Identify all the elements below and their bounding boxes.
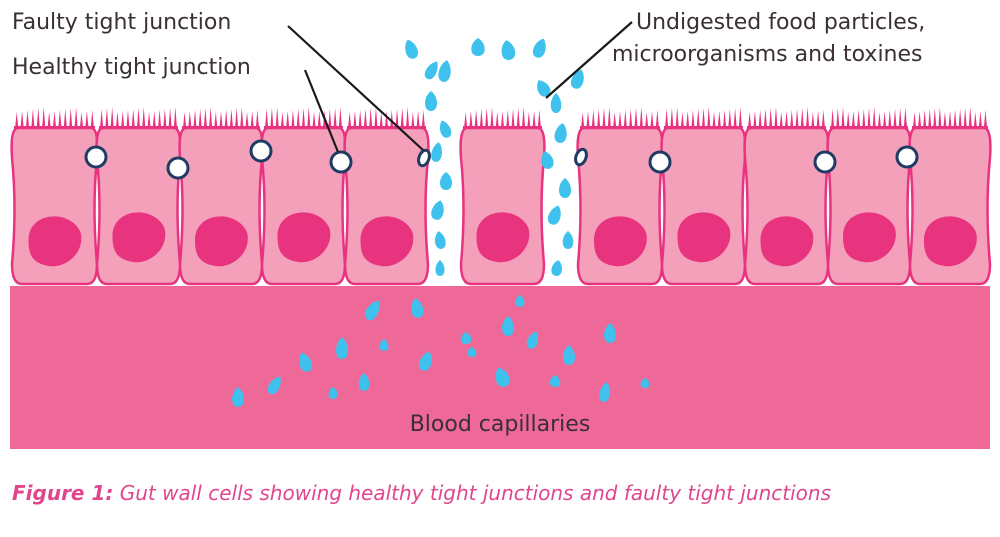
- particle: [460, 332, 472, 344]
- healthy-tight-junction: [895, 145, 919, 169]
- healthy-tight-junction: [329, 150, 353, 174]
- nucleus: [677, 212, 731, 263]
- particle: [424, 61, 438, 80]
- healthy-tight-junction: [84, 145, 108, 169]
- particle: [411, 298, 424, 318]
- microvilli-fringe: [830, 107, 908, 130]
- particle: [358, 373, 370, 391]
- blood-capillaries-label: Blood capillaries: [409, 412, 591, 437]
- healthy-tight-junction: [249, 139, 273, 163]
- particle: [435, 260, 445, 276]
- figure-caption-prefix: Figure 1:: [12, 481, 114, 505]
- particle: [418, 351, 432, 371]
- microvilli-fringe: [664, 107, 743, 130]
- leader-particles: [545, 21, 633, 99]
- particle: [547, 205, 561, 225]
- tight-junctions: [84, 139, 919, 180]
- nucleus: [195, 216, 248, 267]
- microvilli-fringe: [747, 107, 826, 130]
- microvilli-fringe: [463, 107, 542, 130]
- particle: [431, 200, 444, 220]
- microvilli-fringe: [99, 107, 178, 130]
- microvilli-fringe: [912, 107, 988, 130]
- microvilli-fringe: [14, 107, 95, 130]
- particle: [532, 38, 546, 58]
- particle: [563, 345, 575, 365]
- particle: [434, 231, 446, 249]
- microvilli-fringe: [580, 107, 660, 130]
- microvilli-fringe: [264, 107, 343, 130]
- particle: [425, 91, 437, 111]
- particle: [599, 382, 611, 402]
- particle: [431, 142, 443, 162]
- faulty-tight-junction: [574, 147, 588, 167]
- particle: [604, 323, 616, 343]
- cell-nuclei: [28, 212, 977, 267]
- particle: [562, 231, 574, 249]
- nucleus: [760, 216, 814, 267]
- microvilli-fringe: [182, 107, 260, 130]
- healthy-tight-junction: [813, 150, 837, 174]
- particle: [364, 300, 380, 321]
- particle: [570, 69, 584, 89]
- figure-caption: Figure 1: Gut wall cells showing healthy…: [12, 481, 831, 505]
- particle: [232, 387, 244, 407]
- particle: [328, 387, 338, 399]
- particle: [541, 151, 554, 169]
- particle: [526, 331, 539, 349]
- nucleus: [924, 216, 977, 267]
- faulty-tight-junction: [417, 148, 431, 168]
- faulty-tight-junction-label: Faulty tight junction: [12, 10, 232, 35]
- particle: [551, 260, 562, 276]
- healthy-tight-junction: [166, 156, 190, 180]
- particle: [440, 172, 452, 190]
- particle: [379, 339, 389, 351]
- particle: [438, 60, 451, 82]
- healthy-tight-junction: [648, 150, 672, 174]
- particle: [405, 39, 419, 59]
- particle: [495, 367, 510, 387]
- particle: [554, 123, 567, 143]
- particle: [336, 337, 348, 359]
- particle: [640, 378, 650, 388]
- microvilli-fringe: [347, 107, 426, 130]
- particle: [550, 93, 562, 113]
- particle: [549, 375, 561, 387]
- particle: [559, 178, 571, 198]
- particle: [299, 352, 313, 372]
- healthy-tight-junction-label: Healthy tight junction: [12, 55, 251, 80]
- particle: [502, 316, 514, 336]
- nucleus: [843, 212, 896, 263]
- leader-lines: [287, 21, 633, 153]
- nucleus: [112, 212, 166, 263]
- particles: [232, 38, 650, 407]
- figure-caption-text: Gut wall cells showing healthy tight jun…: [113, 481, 831, 505]
- nucleus: [476, 212, 530, 263]
- nucleus: [360, 216, 414, 267]
- particles-label-line2: microorganisms and toxines: [612, 42, 923, 67]
- particle: [515, 295, 525, 307]
- particle: [467, 347, 477, 357]
- particle: [439, 120, 452, 138]
- nucleus: [277, 212, 331, 263]
- particle: [267, 376, 281, 395]
- leader-healthy-junction: [303, 69, 340, 153]
- particle: [471, 38, 485, 56]
- blood-capillaries-band: [10, 286, 990, 449]
- particle: [537, 80, 551, 97]
- leader-faulty-junction: [287, 25, 424, 151]
- nucleus: [28, 216, 82, 267]
- particles-label-line1: Undigested food particles,: [636, 10, 926, 35]
- nucleus: [594, 216, 647, 267]
- particle: [501, 40, 516, 60]
